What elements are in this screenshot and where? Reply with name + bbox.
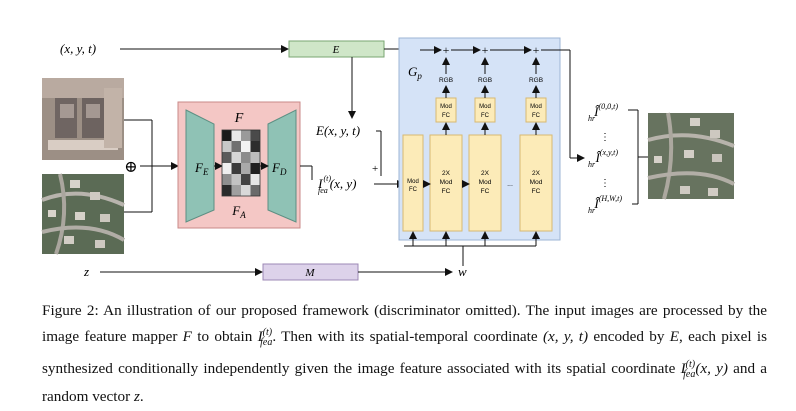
I-fea-label: I(t)fea(x, y)	[317, 174, 356, 195]
input-image-low-res	[42, 78, 124, 160]
caption-line-1: An illustration of our proposed framewor…	[103, 302, 658, 319]
modfc-small-3-l2: FC	[532, 113, 541, 119]
caption-line-4c: and a random vector	[42, 360, 768, 406]
coord-input-label: (x, y, t)	[60, 41, 96, 56]
caption-Ifea-1: I(t)fea	[257, 327, 273, 349]
figure-caption: Figure 2: An illustration of our propose…	[42, 302, 768, 406]
modfc-small-2-l1: Mod	[479, 104, 491, 110]
fa-grid-cell	[250, 163, 260, 174]
caption-line-2a: processed by the image feature mapper	[42, 302, 767, 346]
block-2x-2-l1: 2X	[481, 170, 490, 177]
fa-grid-cell	[241, 185, 251, 196]
FD-label: FD	[271, 160, 287, 177]
generator-Gp-label: Gp	[408, 64, 422, 81]
sum-plus-1: +	[443, 43, 450, 57]
FE-trapezoid	[185, 109, 215, 223]
block-2x-3	[519, 134, 553, 232]
FA-attention-grid	[221, 129, 261, 197]
fa-grid-cell	[222, 163, 232, 174]
fa-grid-border	[221, 129, 261, 197]
block-2x-1-l1: 2X	[442, 170, 451, 177]
block-2x-3-l2: Mod	[530, 179, 543, 186]
modfc-small-2-l2: FC	[481, 113, 490, 119]
caption-Ifea-2: I(t)fea(x, y)	[680, 359, 728, 381]
output-pixel-2: Î(x,y,t)hr	[588, 148, 618, 169]
rgb-label-3: RGB	[529, 77, 543, 84]
block-2x-2-l2: Mod	[479, 179, 492, 186]
modfc-first-text1: Mod	[407, 179, 419, 185]
fa-grid-cell	[231, 185, 241, 196]
fa-grid-cell	[250, 174, 260, 185]
mapping-M-label: M	[304, 267, 315, 279]
fa-grid-cell	[241, 130, 251, 141]
fa-grid-cell	[250, 141, 260, 152]
plus-sign: +	[372, 163, 378, 175]
fa-grid-cell	[222, 174, 232, 185]
modfc-small-1-l1: Mod	[440, 104, 452, 110]
caption-line-2c: . Then with its spatial-temporal coordin…	[272, 328, 538, 346]
FE-label: FE	[194, 160, 209, 177]
fa-grid-cell	[231, 163, 241, 174]
fa-grid-cell	[250, 130, 260, 141]
caption-E: E	[669, 328, 680, 346]
figure-label: Figure 2:	[42, 302, 99, 319]
block-2x-2-l3: FC	[481, 188, 490, 195]
fa-grid-cell	[231, 174, 241, 185]
fa-grid-cell	[241, 174, 251, 185]
fa-grid-cell	[241, 152, 251, 163]
caption-line-3c: , each pixel is synthesized conditionall…	[42, 328, 768, 378]
block-2x-3-l1: 2X	[532, 170, 541, 177]
w-label: w	[458, 264, 467, 279]
feature-mapper-F-label: F	[234, 111, 244, 126]
fa-grid-cell	[241, 141, 251, 152]
fa-grid-cell	[222, 130, 232, 141]
FA-label: FA	[231, 203, 246, 220]
blocks-ellipsis: ...	[507, 181, 513, 188]
output-image	[647, 112, 735, 200]
sum-plus-3: +	[533, 43, 540, 57]
output-pixel-1: Î(0,0,t)hr	[588, 102, 618, 123]
fa-grid-cell	[241, 163, 251, 174]
concat-symbol: ⊕	[124, 159, 137, 176]
modfc-small-1-l2: FC	[442, 113, 451, 119]
block-2x-1-l2: Mod	[440, 179, 453, 186]
rgb-label-1: RGB	[439, 77, 453, 84]
caption-xyt: (x, y, t)	[542, 328, 589, 346]
fa-grid-cell	[250, 152, 260, 163]
E-output-label: E(x, y, t)	[315, 123, 360, 138]
fa-grid-cell	[231, 130, 241, 141]
fa-grid-cell	[231, 152, 241, 163]
fa-grid-cell	[222, 141, 232, 152]
fa-grid-cell	[250, 185, 260, 196]
block-2x-1	[429, 134, 463, 232]
output-pixel-3: Î(H,W,t)hr	[588, 194, 622, 215]
block-2x-1-l3: FC	[442, 188, 451, 195]
caption-F: F	[182, 328, 192, 346]
z-input-label: z	[83, 264, 89, 279]
fa-grid-cell	[222, 152, 232, 163]
vdots-2: ⋮	[600, 178, 610, 189]
FD-trapezoid	[267, 109, 297, 223]
fa-grid-cell	[222, 185, 232, 196]
vdots-1: ⋮	[600, 132, 610, 143]
block-2x-3-l3: FC	[532, 188, 541, 195]
input-image-high-res	[41, 173, 126, 255]
caption-line-3b: encoded by	[593, 328, 665, 346]
fa-grid-cell	[231, 141, 241, 152]
caption-line-4a: associated with its spatial coordinate	[447, 360, 676, 378]
sum-plus-2: +	[482, 43, 489, 57]
modfc-small-3-l1: Mod	[530, 104, 542, 110]
modfc-first-text2: FC	[409, 187, 418, 193]
rgb-label-2: RGB	[478, 77, 492, 84]
caption-z: z	[133, 388, 140, 406]
caption-line-2b: to obtain	[197, 328, 253, 346]
encoder-E-label: E	[332, 44, 340, 56]
